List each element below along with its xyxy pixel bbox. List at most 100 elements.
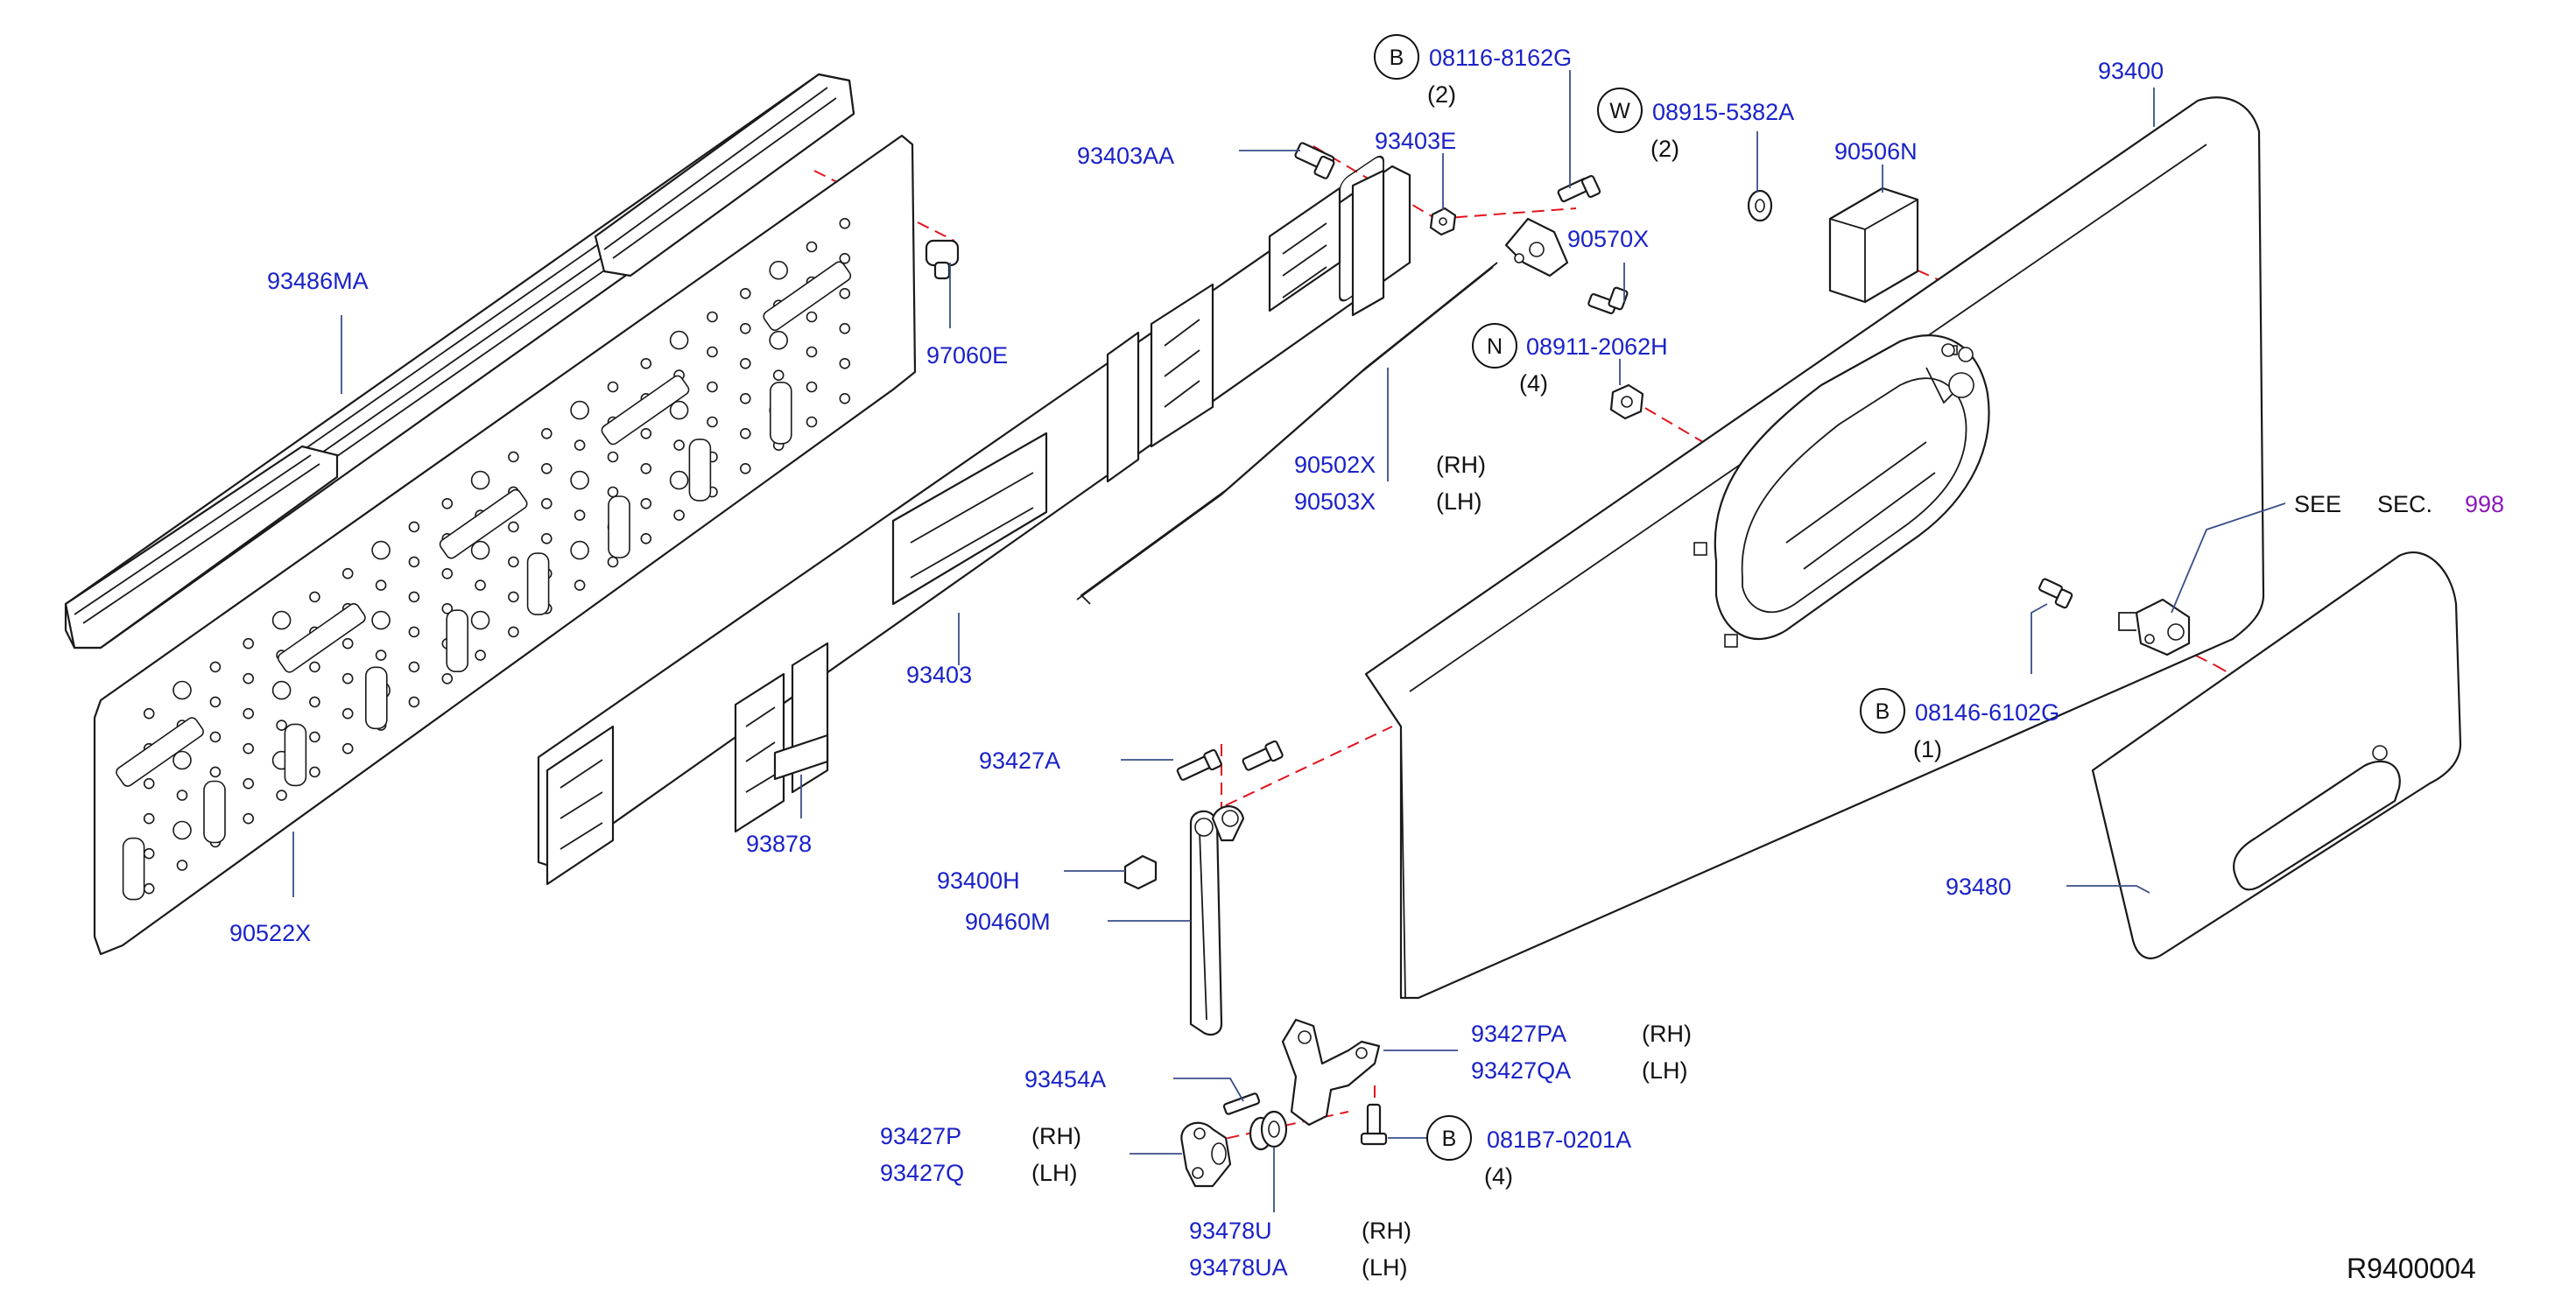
- panel-hole: [508, 556, 519, 568]
- panel-hole: [441, 567, 454, 579]
- panel-hole: [309, 696, 320, 708]
- panel-hole: [271, 680, 292, 700]
- label-93480[interactable]: 93480: [1946, 874, 2011, 900]
- label-93486MA[interactable]: 93486MA: [267, 268, 369, 294]
- label-08915-5382A[interactable]: 08915-5382A: [1652, 99, 1794, 125]
- panel-hole: [143, 777, 155, 790]
- panel-hole: [408, 626, 420, 638]
- label-93427PA[interactable]: 93427PA: [1471, 1021, 1566, 1047]
- panel-hole: [769, 330, 789, 350]
- bushing-93478U: [1249, 1110, 1288, 1151]
- panel-hole: [172, 820, 192, 840]
- panel-hole: [739, 392, 751, 404]
- panel-hole: [441, 672, 454, 685]
- callout-b-081B7: B: [1426, 1115, 1472, 1161]
- label-90503X[interactable]: 90503X: [1294, 488, 1376, 515]
- panel-hole: [640, 462, 652, 474]
- label-93400H[interactable]: 93400H: [937, 867, 1020, 894]
- bolt-08116-8162G: [1557, 174, 1601, 203]
- label-93427PA-side: (RH): [1642, 1021, 1692, 1047]
- panel-hole: [341, 707, 354, 720]
- panel-hole: [707, 416, 718, 428]
- label-sec: SEC.: [2377, 491, 2432, 517]
- link-sec-998[interactable]: 998: [2465, 491, 2504, 517]
- panel-hole: [243, 742, 255, 755]
- panel-hole: [540, 532, 553, 544]
- panel-hole: [739, 287, 751, 299]
- panel-hole: [574, 579, 586, 591]
- panel-hole: [271, 610, 292, 630]
- panel-hole: [707, 311, 718, 323]
- panel-hole: [839, 287, 851, 299]
- panel-hole: [341, 742, 354, 755]
- callout-b-08116: B: [1374, 34, 1419, 80]
- label-90502X[interactable]: 90502X: [1294, 452, 1376, 478]
- callout-letter: B: [1876, 699, 1890, 724]
- panel-hole: [309, 591, 320, 603]
- panel-hole: [172, 750, 192, 770]
- panel-hole: [309, 766, 320, 778]
- panel-hole: [607, 486, 619, 498]
- label-93427QA[interactable]: 93427QA: [1471, 1057, 1571, 1084]
- panel-hole: [508, 626, 519, 638]
- panel-slot: [769, 381, 792, 445]
- label-90506N[interactable]: 90506N: [1834, 138, 1918, 165]
- label-97060E[interactable]: 97060E: [926, 342, 1008, 369]
- panel-hole: [739, 322, 751, 334]
- panel-slot: [688, 439, 712, 502]
- label-93403E[interactable]: 93403E: [1375, 128, 1456, 154]
- panel-hole: [806, 241, 818, 253]
- label-08911-2062H[interactable]: 08911-2062H: [1526, 334, 1668, 360]
- label-93400[interactable]: 93400: [2098, 58, 2164, 84]
- panel-hole: [806, 416, 818, 428]
- label-08116-qty: (2): [1427, 81, 1456, 108]
- label-93478UA[interactable]: 93478UA: [1189, 1254, 1288, 1281]
- bolts-93427A: [1176, 740, 1284, 781]
- panel-hole: [640, 497, 652, 509]
- panel-hole: [143, 847, 155, 860]
- callout-letter: N: [1487, 334, 1503, 359]
- panel-hole: [673, 509, 685, 521]
- label-93454A[interactable]: 93454A: [1024, 1066, 1106, 1092]
- label-90503X-side: (LH): [1436, 488, 1482, 515]
- label-93478U[interactable]: 93478U: [1189, 1218, 1272, 1244]
- latch-rod-90502X: [1076, 217, 1569, 605]
- label-08116-8162G[interactable]: 08116-8162G: [1429, 45, 1572, 71]
- label-93878[interactable]: 93878: [746, 831, 812, 857]
- label-90570X[interactable]: 90570X: [1567, 226, 1649, 252]
- panel-hole: [441, 602, 454, 614]
- cable-90460M: [1189, 805, 1245, 1036]
- panel-hole: [508, 591, 519, 603]
- label-93403[interactable]: 93403: [906, 662, 972, 688]
- hinge-bracket-93427P: [1180, 1121, 1232, 1188]
- label-08146-6102G[interactable]: 08146-6102G: [1915, 699, 2059, 726]
- panel-hole: [769, 260, 789, 280]
- label-081B7-0201A[interactable]: 081B7-0201A: [1487, 1127, 1631, 1153]
- label-93427A[interactable]: 93427A: [979, 748, 1060, 774]
- panel-hole: [470, 610, 490, 630]
- panel-hole: [341, 567, 354, 579]
- label-90460M[interactable]: 90460M: [965, 909, 1051, 935]
- panel-hole: [143, 812, 155, 825]
- panel-hole: [475, 650, 486, 661]
- panel-slot: [608, 495, 630, 558]
- label-90522X[interactable]: 90522X: [229, 920, 311, 946]
- tailgate-shell-93400: [1364, 96, 2265, 1000]
- panel-hole: [839, 218, 851, 229]
- bumper-93400H: [1123, 854, 1158, 890]
- panel-hole: [574, 439, 586, 451]
- handle-bezel-93480: [2091, 551, 2462, 959]
- label-93403AA[interactable]: 93403AA: [1077, 143, 1174, 169]
- panel-slot: [526, 552, 550, 615]
- panel-hole: [375, 579, 387, 591]
- bolt-93403AA: [1294, 142, 1335, 179]
- panel-hole: [806, 311, 818, 323]
- panel-hole: [669, 400, 689, 420]
- panel-hole: [276, 790, 287, 801]
- label-93427P[interactable]: 93427P: [880, 1123, 961, 1149]
- callout-b-08146: B: [1860, 688, 1905, 734]
- label-93427Q[interactable]: 93427Q: [880, 1160, 964, 1186]
- panel-hole: [209, 766, 222, 778]
- panel-hole: [640, 427, 652, 439]
